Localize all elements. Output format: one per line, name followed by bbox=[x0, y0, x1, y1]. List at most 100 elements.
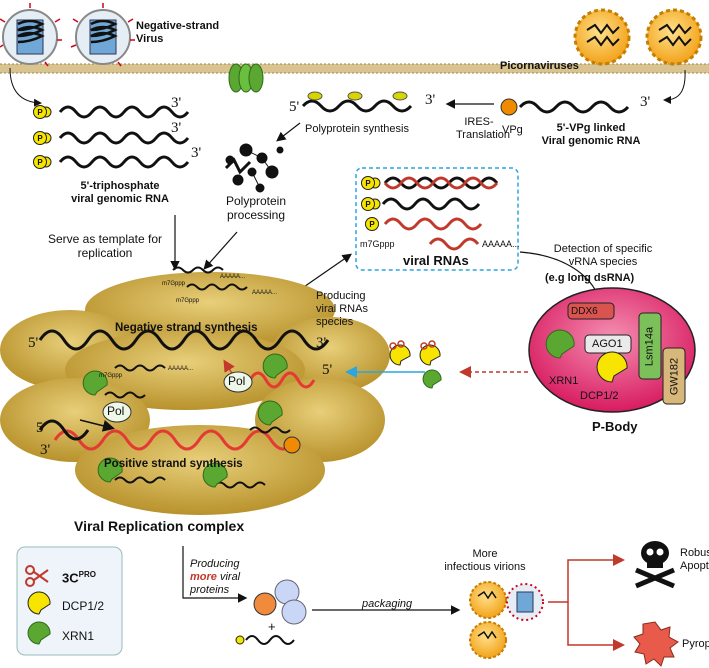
legend-xrn1-label: XRN1 bbox=[62, 629, 95, 643]
vpg-rna-strand bbox=[500, 98, 630, 116]
negative-strand-virus-label: Negative-strand Virus bbox=[136, 20, 220, 45]
pol-label-upper: Pol bbox=[228, 374, 246, 388]
serve-template-label: Serve as template for replication bbox=[47, 232, 163, 260]
more-word: more bbox=[190, 571, 217, 583]
viral-rnas-box bbox=[355, 167, 519, 271]
polyprotein-synthesis-label: Polyprotein synthesis bbox=[305, 123, 409, 135]
lsm14a-box bbox=[638, 312, 662, 380]
phosphate-p-3: P bbox=[33, 155, 47, 169]
three-prime-label-1: 3' bbox=[171, 95, 182, 111]
five-prime-label-poly: 5' bbox=[289, 99, 300, 115]
pol-arrow-lower bbox=[79, 419, 115, 432]
three-prime-label-3: 3' bbox=[191, 145, 202, 161]
legend-dcp-label: DCP1/2 bbox=[62, 599, 105, 613]
infectious-virions-icon bbox=[469, 581, 544, 659]
apoptosis-arrow bbox=[548, 554, 625, 603]
three-prime-complex-2: 3' bbox=[40, 442, 51, 458]
legend-xrn1-icon bbox=[27, 621, 51, 645]
pyroptosis-label: Pyroptosis bbox=[682, 638, 709, 650]
cell-membrane bbox=[0, 63, 709, 74]
polyprotein-molecule-icon bbox=[224, 143, 284, 193]
viral-rna-cap-label: m7Gppp bbox=[360, 239, 395, 249]
more-infectious-label: More infectious virions bbox=[444, 548, 526, 573]
vpg-label: VPg bbox=[502, 124, 523, 136]
complex-polya-label-1: AAAAA... bbox=[220, 274, 246, 280]
viral-word: viral bbox=[216, 571, 241, 583]
triphosphate-rna-strands bbox=[58, 105, 190, 169]
picornaviruses-label: Picornaviruses bbox=[500, 60, 579, 72]
pbody-dcp-icon bbox=[596, 351, 628, 383]
legend-dcp-icon bbox=[27, 591, 51, 615]
ddx6-label: DDX6 bbox=[571, 306, 598, 317]
gw182-label: GW182 bbox=[668, 357, 681, 396]
viral-replication-complex-label: Viral Replication complex bbox=[74, 518, 245, 534]
picornavirus-icon bbox=[573, 8, 703, 66]
complex-cap-label-2: m7Gppp bbox=[176, 298, 200, 304]
negative-strand-virus-icon bbox=[2, 9, 131, 65]
complex-cap-label-1: m7Gppp bbox=[162, 281, 186, 287]
processing-arrow bbox=[203, 231, 238, 270]
viral-rna-p-3: P bbox=[365, 217, 379, 231]
three-prime-label-vpg: 3' bbox=[640, 94, 651, 110]
phosphate-p-1: P bbox=[33, 105, 47, 119]
viral-proteins-icon bbox=[235, 579, 307, 645]
long-dsrna-label: (e.g long dsRNA) bbox=[545, 272, 635, 284]
polyprotein-processing-label: Polyprotein processing bbox=[225, 194, 287, 222]
pyroptosis-arrow bbox=[567, 602, 625, 651]
polyprotein-strand bbox=[301, 91, 413, 113]
five-prime-complex-1: 5' bbox=[28, 335, 39, 351]
viral-rnas-title: viral RNAs bbox=[403, 253, 469, 268]
producing-word: Producing bbox=[190, 558, 240, 570]
lsm14a-label: Lsm14a bbox=[643, 326, 656, 367]
viral-rna-strands bbox=[381, 176, 499, 251]
complex-cap-label-3: m7Gppp bbox=[99, 373, 123, 379]
triphosphate-rna-label: 5'-triphosphate viral genomic RNA bbox=[71, 180, 169, 205]
pol-label-lower: Pol bbox=[107, 404, 125, 418]
pbody-xrn1-label: XRN1 bbox=[549, 375, 579, 387]
virus-spikes bbox=[0, 3, 135, 67]
viral-rna-polya-label: AAAAA... bbox=[482, 239, 520, 249]
viral-rna-p-1: P bbox=[361, 176, 375, 190]
negative-strand-synthesis-label: Negative strand synthesis bbox=[115, 322, 258, 334]
producing-viral-rnas-label: Producing viral RNAs species bbox=[316, 290, 368, 328]
membrane-channel-icon bbox=[228, 63, 264, 93]
viral-rna-p-2: P bbox=[361, 197, 375, 211]
ago1-label: AGO1 bbox=[592, 338, 623, 350]
phosphate-p-2: P bbox=[33, 131, 47, 145]
pbody-dcp-label: DCP1/2 bbox=[580, 390, 619, 402]
replication-strands bbox=[38, 266, 330, 489]
complex-polya-label-2: AAAAA... bbox=[252, 290, 278, 296]
vpg-bead bbox=[283, 436, 301, 454]
pbody-label: P-Body bbox=[592, 419, 638, 434]
entry-arrow-right bbox=[663, 69, 686, 104]
pol-enzymes bbox=[102, 371, 253, 423]
three-prime-label-poly: 3' bbox=[425, 92, 436, 108]
pbody-xrn1-icon bbox=[545, 329, 575, 359]
synthesis-arrow bbox=[276, 122, 301, 142]
proteins-word: proteins bbox=[190, 584, 230, 596]
scissors-icon bbox=[25, 565, 49, 587]
cleaved-proteins-icon bbox=[389, 340, 442, 389]
three-prime-label-2: 3' bbox=[171, 120, 182, 136]
robust-apoptosis-label: Robust Apoptosis bbox=[680, 547, 709, 572]
packaging-label: packaging bbox=[362, 598, 413, 610]
legend-3c-label: 3CPRO bbox=[62, 568, 96, 584]
detection-label: Detection of specific vRNA species bbox=[553, 243, 653, 268]
positive-strand-synthesis-label: Positive strand synthesis bbox=[104, 458, 243, 470]
three-prime-complex-1: 3' bbox=[316, 335, 327, 351]
gw182-box bbox=[662, 347, 686, 405]
ddx6-box bbox=[567, 302, 615, 320]
complex-polya-label-3: AAAAA... bbox=[168, 366, 194, 372]
skull-icon bbox=[635, 541, 675, 589]
protein-production-arrow bbox=[182, 546, 248, 603]
legend-3c-main: 3C bbox=[62, 570, 79, 586]
five-prime-complex-3: 5' bbox=[36, 420, 47, 436]
plus-sign: + bbox=[268, 619, 276, 634]
five-prime-complex-2: 5' bbox=[322, 362, 333, 378]
legend-3c-sup: PRO bbox=[78, 570, 96, 579]
vpg-linked-rna-label: 5'-VPg linked Viral genomic RNA bbox=[541, 122, 641, 147]
ires-translation-label: IRES- Translation bbox=[456, 116, 511, 141]
